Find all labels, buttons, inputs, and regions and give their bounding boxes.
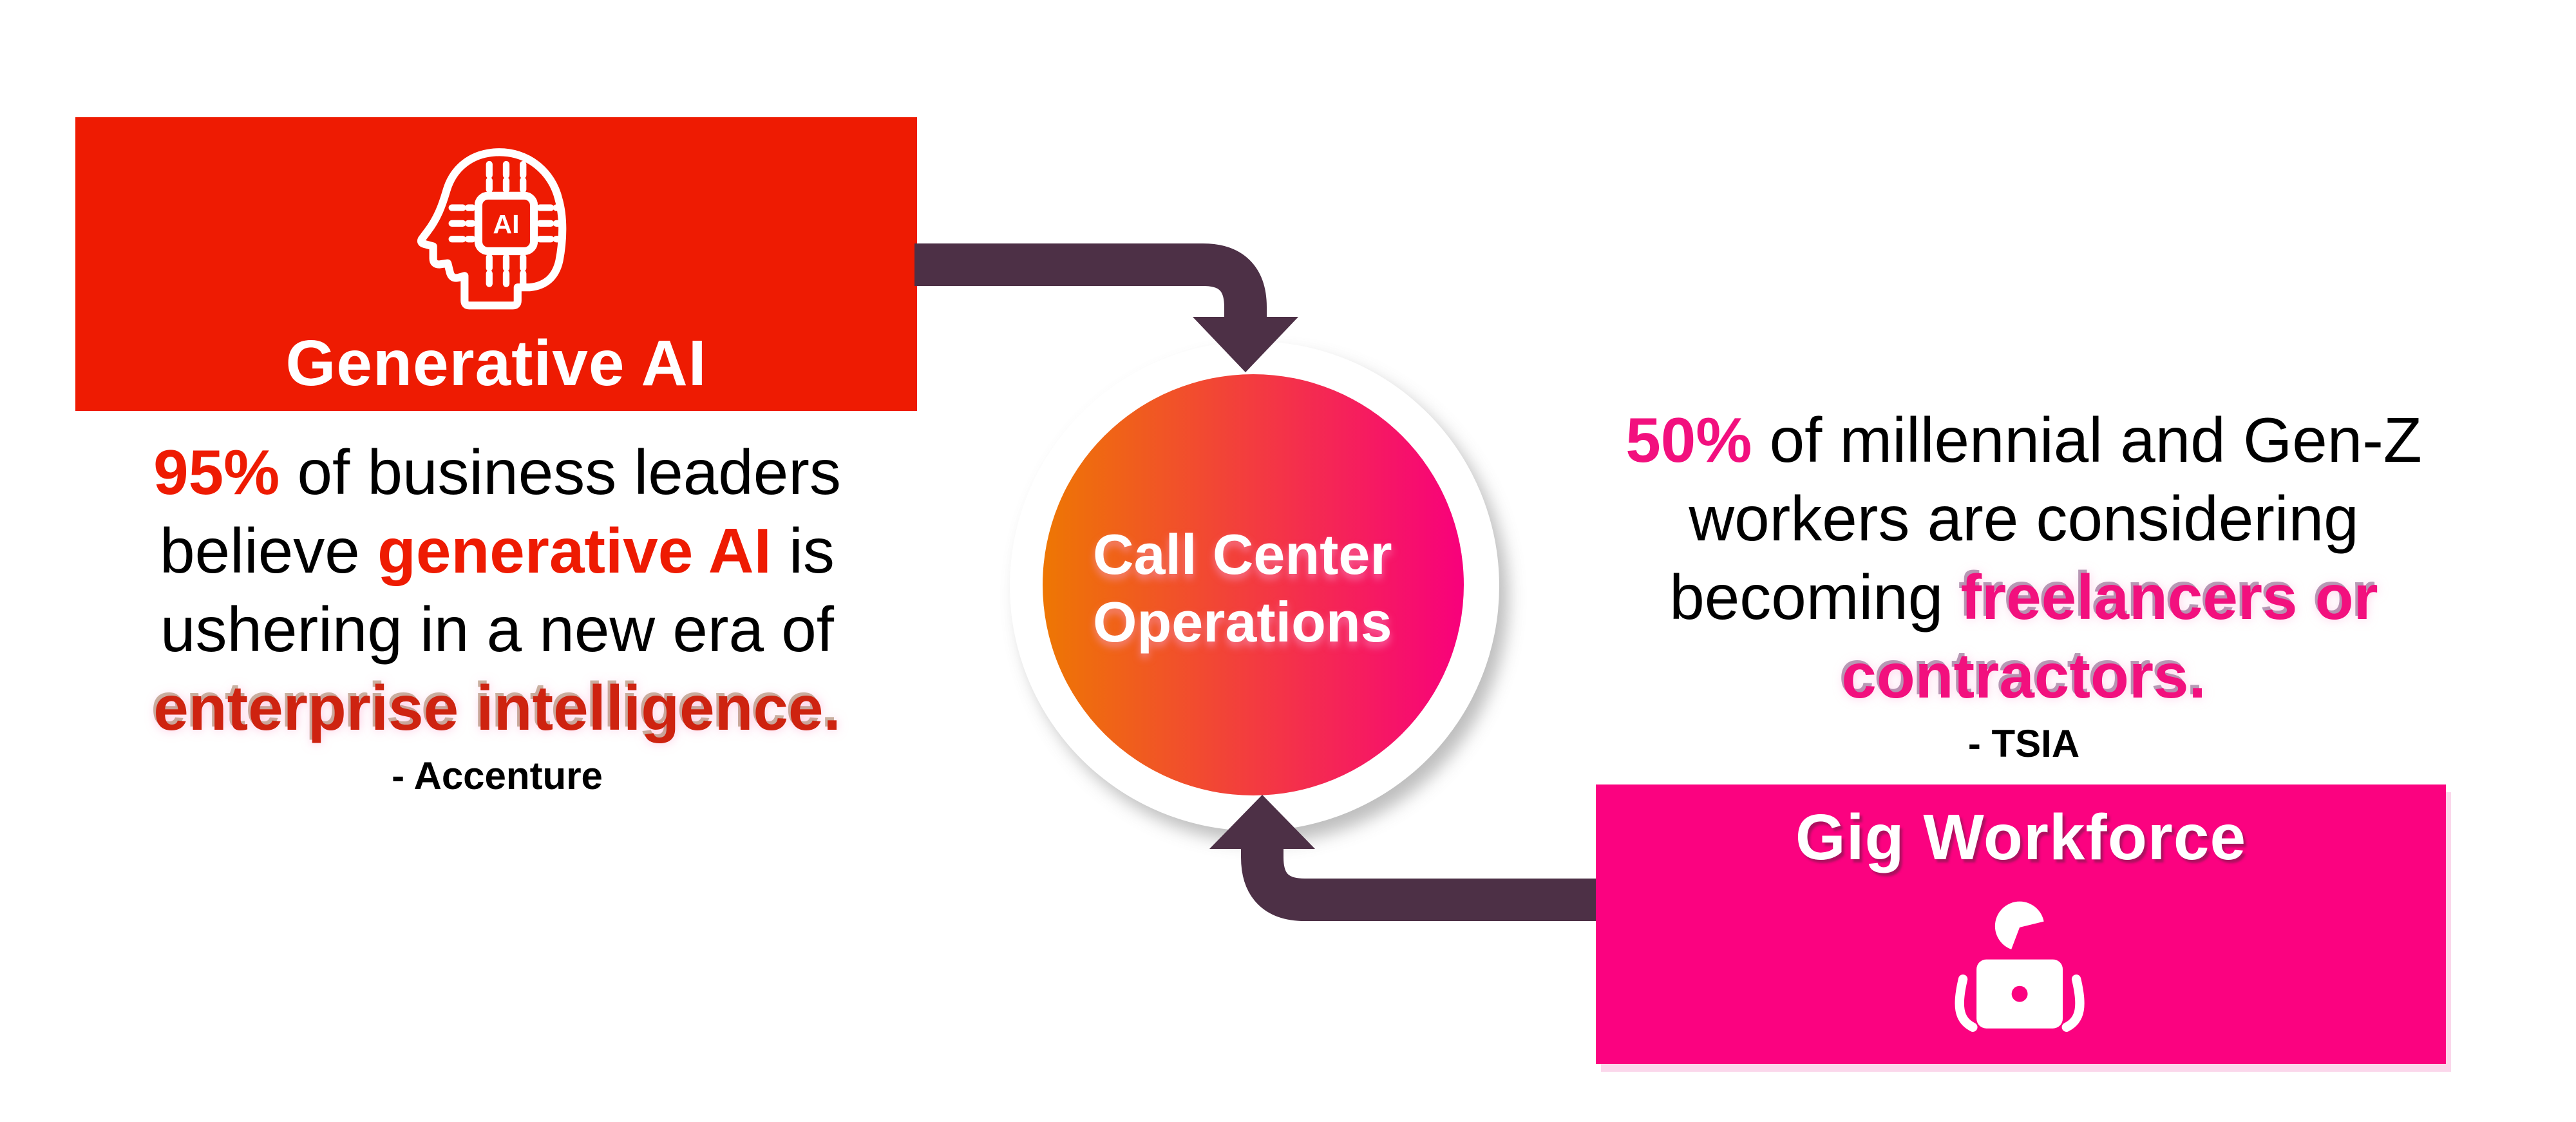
quote-line: believe generative AI is (75, 511, 919, 590)
quote-segment: contractors. (1841, 640, 2206, 711)
quote-line: enterprise intelligence. (75, 669, 919, 747)
quote-segment: believe (160, 515, 377, 586)
generative-ai-title: Generative AI (285, 327, 707, 399)
quote-segment: freelancers or (1960, 562, 2378, 632)
quote-line: workers are considering (1623, 479, 2425, 558)
call-center-hub (1043, 374, 1464, 795)
quote-segment: ushering in a new era of (160, 594, 834, 665)
quote-line: contractors. (1623, 636, 2425, 715)
gig-workforce-card: Gig Workforce (1596, 784, 2446, 1064)
accenture-quote: 95% of business leaders believe generati… (75, 433, 919, 800)
gig-workforce-title: Gig Workforce (1795, 801, 2247, 873)
freelancer-laptop-icon (1955, 901, 2085, 1032)
hub-label-line2: Operations (1093, 590, 1392, 654)
quote-attribution: - Accenture (392, 754, 603, 797)
quote-segment: generative AI (377, 515, 772, 586)
ai-head-icon: AI (417, 148, 566, 310)
quote-segment: of business leaders (279, 437, 841, 508)
hub-label-line1: Call Center (1093, 522, 1392, 586)
quote-segment: 50% (1625, 404, 1752, 475)
quote-segment: workers are considering (1689, 483, 2359, 554)
quote-attribution: - TSIA (1967, 722, 2080, 765)
quote-segment: is (771, 515, 835, 586)
quote-line: 95% of business leaders (75, 433, 919, 511)
quote-line: becoming freelancers or (1623, 558, 2425, 636)
quote-line: 50% of millennial and Gen-Z (1623, 401, 2425, 479)
quote-segment: of millennial and Gen-Z (1752, 404, 2422, 475)
hub-label: Call Center Operations (1093, 520, 1392, 656)
quote-line: ushering in a new era of (75, 590, 919, 669)
quote-segment: 95% (153, 437, 280, 508)
ai-chip-label: AI (493, 209, 519, 239)
generative-ai-card: AI Generative AI (75, 117, 917, 411)
tsia-quote: 50% of millennial and Gen-Z workers are … (1623, 401, 2425, 768)
quote-segment: becoming (1669, 562, 1961, 632)
quote-segment: enterprise intelligence. (153, 672, 841, 743)
